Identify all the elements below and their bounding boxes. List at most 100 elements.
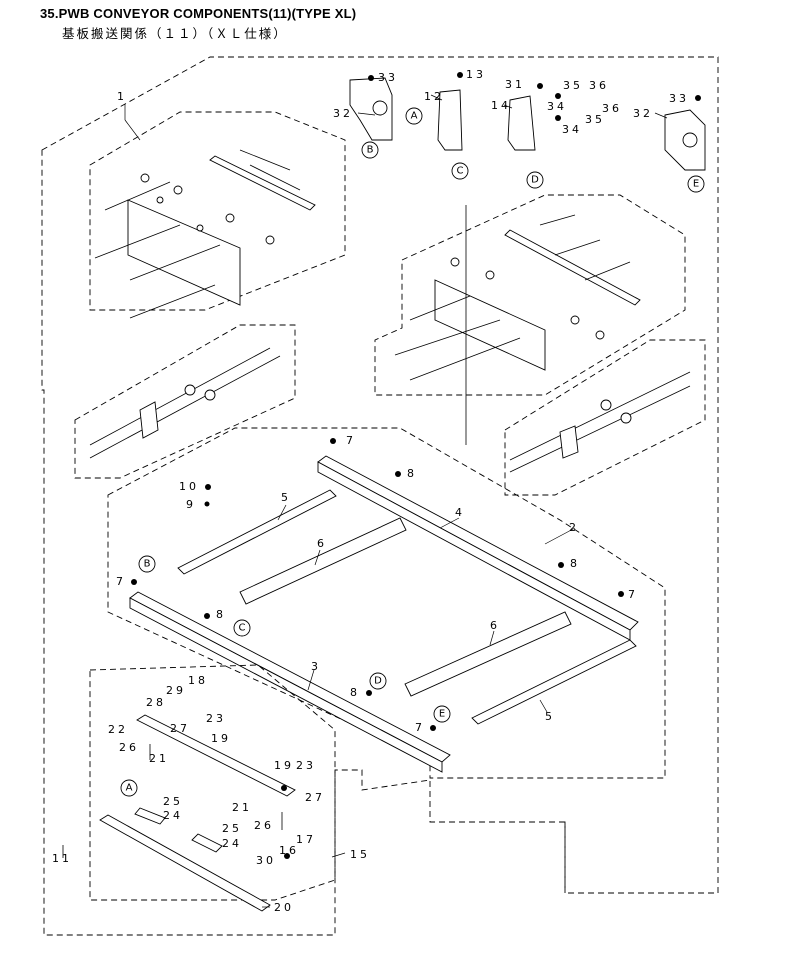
leader-lines xyxy=(262,94,668,908)
label-part-27b: 27 xyxy=(305,791,325,804)
screws-upper-left xyxy=(94,149,301,319)
label-part-5b: 5 xyxy=(545,710,555,723)
label-part-33a: 33 xyxy=(378,71,398,84)
label-part-36a: 36 xyxy=(589,79,609,92)
label-part-3: 3 xyxy=(311,660,321,673)
label-part-26b: 26 xyxy=(254,819,274,832)
callout-E-frame-letter: E xyxy=(439,709,445,720)
bracket-32-left xyxy=(349,77,393,141)
label-part-8c: 8 xyxy=(570,557,580,570)
side-rail-upper-right xyxy=(504,229,641,306)
side-plate-upper-left xyxy=(127,199,241,306)
label-part-32b: 32 xyxy=(633,107,653,120)
label-part-29: 29 xyxy=(166,684,186,697)
callout-E-top xyxy=(687,175,705,193)
label-part-30: 30 xyxy=(256,854,276,867)
callout-C-frame xyxy=(233,619,251,637)
rail-5-upper xyxy=(177,489,337,575)
label-part-19b: 19 xyxy=(274,759,294,772)
label-part-27a: 27 xyxy=(170,722,190,735)
label-part-8b: 8 xyxy=(216,608,226,621)
roller-row-upper-left xyxy=(140,173,275,245)
label-part-23b: 23 xyxy=(296,759,316,772)
label-part-13: 13 xyxy=(466,68,486,81)
left-roller-subassembly-outline xyxy=(74,324,296,479)
frame-assembly-2-outline xyxy=(107,427,666,779)
callout-B-top xyxy=(361,141,379,159)
label-part-16: 16 xyxy=(279,844,299,857)
label-part-25b: 25 xyxy=(222,822,242,835)
label-part-34a: 34 xyxy=(547,100,567,113)
upper-left-subassembly-outline xyxy=(89,111,346,311)
label-part-10: 10 xyxy=(179,480,199,493)
label-part-7c: 7 xyxy=(628,588,638,601)
label-part-7a: 7 xyxy=(346,434,356,447)
label-part-35b: 35 xyxy=(585,113,605,126)
label-part-35a: 35 xyxy=(563,79,583,92)
assembly-1-outline xyxy=(41,56,719,936)
page-subtitle: 基板搬送関係（１１）（ＸＬ仕様） xyxy=(62,26,288,41)
label-part-6b: 6 xyxy=(490,619,500,632)
callout-A-lower-letter: A xyxy=(126,783,133,794)
callout-B-top-letter: B xyxy=(367,145,374,156)
callout-C-frame-letter: C xyxy=(239,623,246,634)
callout-A-lower xyxy=(120,779,138,797)
label-part-28: 28 xyxy=(146,696,166,709)
side-plate-upper-right xyxy=(434,279,546,371)
label-part-7d: 7 xyxy=(415,721,425,734)
label-part-36b: 36 xyxy=(602,102,622,115)
label-part-8a: 8 xyxy=(407,467,417,480)
rail-6-lower xyxy=(404,611,572,697)
side-rail-upper-left xyxy=(209,155,316,211)
label-part-32a: 32 xyxy=(333,107,353,120)
upper-right-subassembly-outline xyxy=(374,194,686,396)
label-part-7b: 7 xyxy=(116,575,126,588)
label-part-31: 31 xyxy=(505,78,525,91)
callout-A-top-letter: A xyxy=(411,111,418,122)
label-part-33b: 33 xyxy=(669,92,689,105)
page-title: 35.PWB CONVEYOR COMPONENTS(11)(TYPE XL) xyxy=(40,6,357,21)
label-part-5a: 5 xyxy=(281,491,291,504)
callout-D-frame-letter: D xyxy=(374,676,382,687)
plate-20 xyxy=(99,814,271,912)
callout-B-frame xyxy=(138,555,156,573)
label-part-6a: 6 xyxy=(317,537,327,550)
label-part-9: 9 xyxy=(186,498,196,511)
bracket-14 xyxy=(507,95,536,151)
label-part-17: 17 xyxy=(296,833,316,846)
label-part-26a: 26 xyxy=(119,741,139,754)
label-part-22: 22 xyxy=(108,723,128,736)
roller-shafts-left xyxy=(89,347,281,459)
rail-6-upper xyxy=(239,517,407,605)
label-part-2: 2 xyxy=(569,521,579,534)
screws-upper-right xyxy=(394,205,631,445)
right-roller-subassembly-outline xyxy=(504,339,706,496)
part-number-labels: 1 2 3 4 5 5 6 6 7 7 7 7 8 8 8 8 9 10 11 … xyxy=(52,68,689,914)
label-part-15: 15 xyxy=(350,848,370,861)
callout-C-top-letter: C xyxy=(457,166,464,177)
bracket-12 xyxy=(437,89,463,151)
label-part-24a: 24 xyxy=(163,809,183,822)
label-part-19a: 19 xyxy=(211,732,231,745)
rail-5-lower xyxy=(471,639,637,725)
label-part-21a: 21 xyxy=(149,752,169,765)
label-part-14: 14 xyxy=(491,99,511,112)
label-part-8d: 8 xyxy=(350,686,360,699)
roller-row-upper-right xyxy=(450,257,605,340)
callout-D-frame xyxy=(369,672,387,690)
callout-E-top-letter: E xyxy=(693,179,699,190)
label-part-24b: 24 xyxy=(222,837,242,850)
screw-markers xyxy=(131,72,701,859)
plate-22 xyxy=(136,714,296,797)
callout-E-frame xyxy=(433,705,451,723)
callout-B-frame-letter: B xyxy=(144,559,151,570)
label-part-1: 1 xyxy=(117,90,127,103)
roller-shafts-right xyxy=(509,371,691,473)
label-part-18: 18 xyxy=(188,674,208,687)
label-part-23a: 23 xyxy=(206,712,226,725)
label-part-34b: 34 xyxy=(562,123,582,136)
label-part-4: 4 xyxy=(455,506,465,519)
label-part-21b: 21 xyxy=(232,801,252,814)
callout-A-top xyxy=(405,107,423,125)
callout-D-top xyxy=(526,171,544,189)
